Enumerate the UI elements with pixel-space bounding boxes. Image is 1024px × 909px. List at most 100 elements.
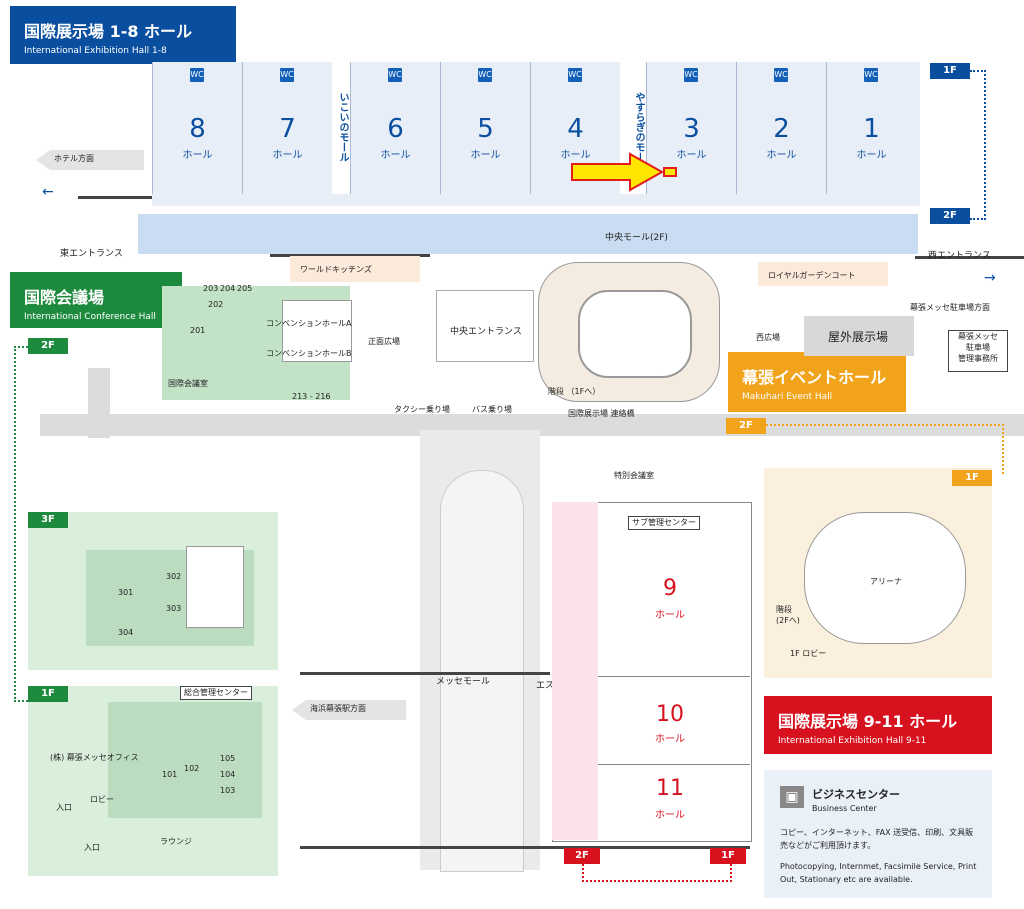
central-mall-label: 中央モール(2F) [605, 233, 668, 243]
restroom-icon: WC [774, 68, 788, 82]
business-center-en: Photocopying, Internmet, Facsimile Servi… [780, 862, 977, 884]
taxi-label: タクシー乗り場 [394, 405, 450, 414]
entrance-label-1: 入口 [56, 803, 72, 812]
arena-outline [804, 512, 966, 644]
room-103: 103 [220, 786, 236, 795]
royal-garden-court[interactable] [758, 262, 888, 286]
royal-garden-label: ロイヤルガーデンコート [768, 271, 856, 280]
hall-9-divider [598, 676, 750, 677]
exhibition-1-8-header: 国際展示場 1-8 ホール International Exhibition H… [10, 6, 236, 64]
exhibition-9-11-header: 国際展示場 9-11 ホール International Exhibition … [764, 696, 992, 754]
entrance-label-2: 入口 [84, 843, 100, 852]
restroom-icon: WC [478, 68, 492, 82]
restroom-icon: WC [388, 68, 402, 82]
ikoi-mall: いこいのモール [332, 62, 350, 194]
tag-2f-event: 2F [726, 418, 766, 434]
tag-1f-hall9: 1F [710, 848, 746, 864]
business-center-subtitle: Business Center [812, 804, 877, 813]
stairs-2f-label: 階段 (2Fへ) [776, 605, 800, 625]
special-meeting-label: 特別会議室 [614, 471, 654, 480]
parking-direction-label: 幕張メッセ駐車場方面 [910, 303, 990, 312]
road-line-left [300, 672, 550, 675]
connector-event [766, 424, 1004, 474]
room-303: 303 [166, 604, 182, 613]
room-104: 104 [220, 770, 236, 779]
room-304: 304 [118, 628, 134, 637]
hall-10-number: 10 [656, 702, 684, 727]
conv-b-label: コンベンションホールB [266, 349, 352, 358]
world-kitchens[interactable] [290, 256, 420, 282]
room-204: 204 [220, 284, 236, 293]
road-west [915, 256, 1024, 259]
room-105: 105 [220, 754, 236, 763]
esplanade-strip [552, 502, 598, 840]
outdoor-hall[interactable] [804, 316, 914, 356]
hall-11-label: ホール [655, 810, 685, 821]
current-location-arrow [571, 152, 677, 192]
road-top-left [78, 196, 158, 199]
restroom-icon: WC [280, 68, 294, 82]
event-hall-arena [578, 290, 692, 378]
room-203: 203 [203, 284, 219, 293]
tag-2f-hall9: 2F [564, 848, 600, 864]
lobby-1f-label: 1F ロビー [790, 649, 827, 658]
restroom-icon: WC [190, 68, 204, 82]
conference-header: 国際会議場 International Conference Hall [10, 272, 182, 328]
hall-9-label: ホール [655, 610, 685, 621]
tag-1f-event: 1F [952, 470, 992, 486]
tag-1f-top: 1F [930, 63, 970, 79]
hotel-direction[interactable]: ホテル方面 [36, 150, 144, 170]
intl-room: 国際会議室 [168, 379, 208, 388]
sub-center-box[interactable]: サブ管理センター [628, 516, 700, 530]
tag-2f-top: 2F [930, 208, 970, 224]
restroom-icon: WC [864, 68, 878, 82]
messe-mall-inner [440, 470, 524, 872]
convention-hall-box [282, 300, 352, 362]
exhibition-1-8-subtitle: International Exhibition Hall 1-8 [24, 46, 167, 56]
room-202: 202 [208, 300, 224, 309]
arena-label: アリーナ [870, 577, 902, 586]
floor1-center-box[interactable]: 総合管理センター [180, 686, 252, 700]
left-arrow-icon: ← [42, 184, 54, 200]
front-plaza-label: 正面広場 [368, 337, 400, 346]
world-kitchens-label: ワールドキッチンズ [300, 265, 372, 274]
road-mid [270, 254, 430, 257]
stairs-1f-label: 階段 （1Fへ） [548, 387, 601, 396]
connector-conference [14, 346, 28, 702]
hall-10-label: ホール [655, 734, 685, 745]
room-201: 201 [190, 326, 206, 335]
hall-9-number: 9 [663, 576, 677, 601]
room-213: 213 - 216 [292, 392, 331, 401]
conv-a-label: コンベンションホールA [266, 319, 352, 328]
tag-2f-conference: 2F [28, 338, 68, 354]
room-301: 301 [118, 588, 134, 597]
connecting-bridge-label: 国際展示場 連絡橋 [568, 409, 635, 418]
exhibition-1-8-title: 国際展示場 1-8 ホール [24, 22, 193, 41]
office-label: (株) 幕張メッセオフィス [50, 753, 139, 762]
central-entrance[interactable] [436, 290, 534, 362]
event-hall-header: 幕張イベントホール Makuhari Event Hall [728, 352, 906, 412]
hall-10-divider [598, 764, 750, 765]
bus-label: バス乗り場 [472, 405, 512, 414]
right-arrow-icon: → [984, 270, 996, 286]
hall-11-number: 11 [656, 776, 684, 801]
connector-hall9 [582, 864, 732, 882]
central-mall-corridor [138, 214, 918, 254]
business-center-ja: コピー、インターネット、FAX 送受信、印刷、文具販売などがご利用頂けます。 [780, 828, 974, 850]
east-entrance-label: 東エントランス [60, 249, 123, 259]
outdoor-hall-label: 屋外展示場 [828, 330, 889, 344]
messe-mall-label: メッセモール [436, 677, 491, 687]
connector-1f-2f [970, 70, 986, 220]
parking-office[interactable]: 幕張メッセ 駐車場 管理事務所 [948, 330, 1008, 372]
floor3-hall [186, 546, 244, 628]
tag-1f-conf: 1F [28, 686, 68, 702]
west-entrance-label: 西エントランス [928, 251, 991, 261]
kaihin-direction[interactable]: 海浜幕張駅方面 [292, 700, 406, 720]
